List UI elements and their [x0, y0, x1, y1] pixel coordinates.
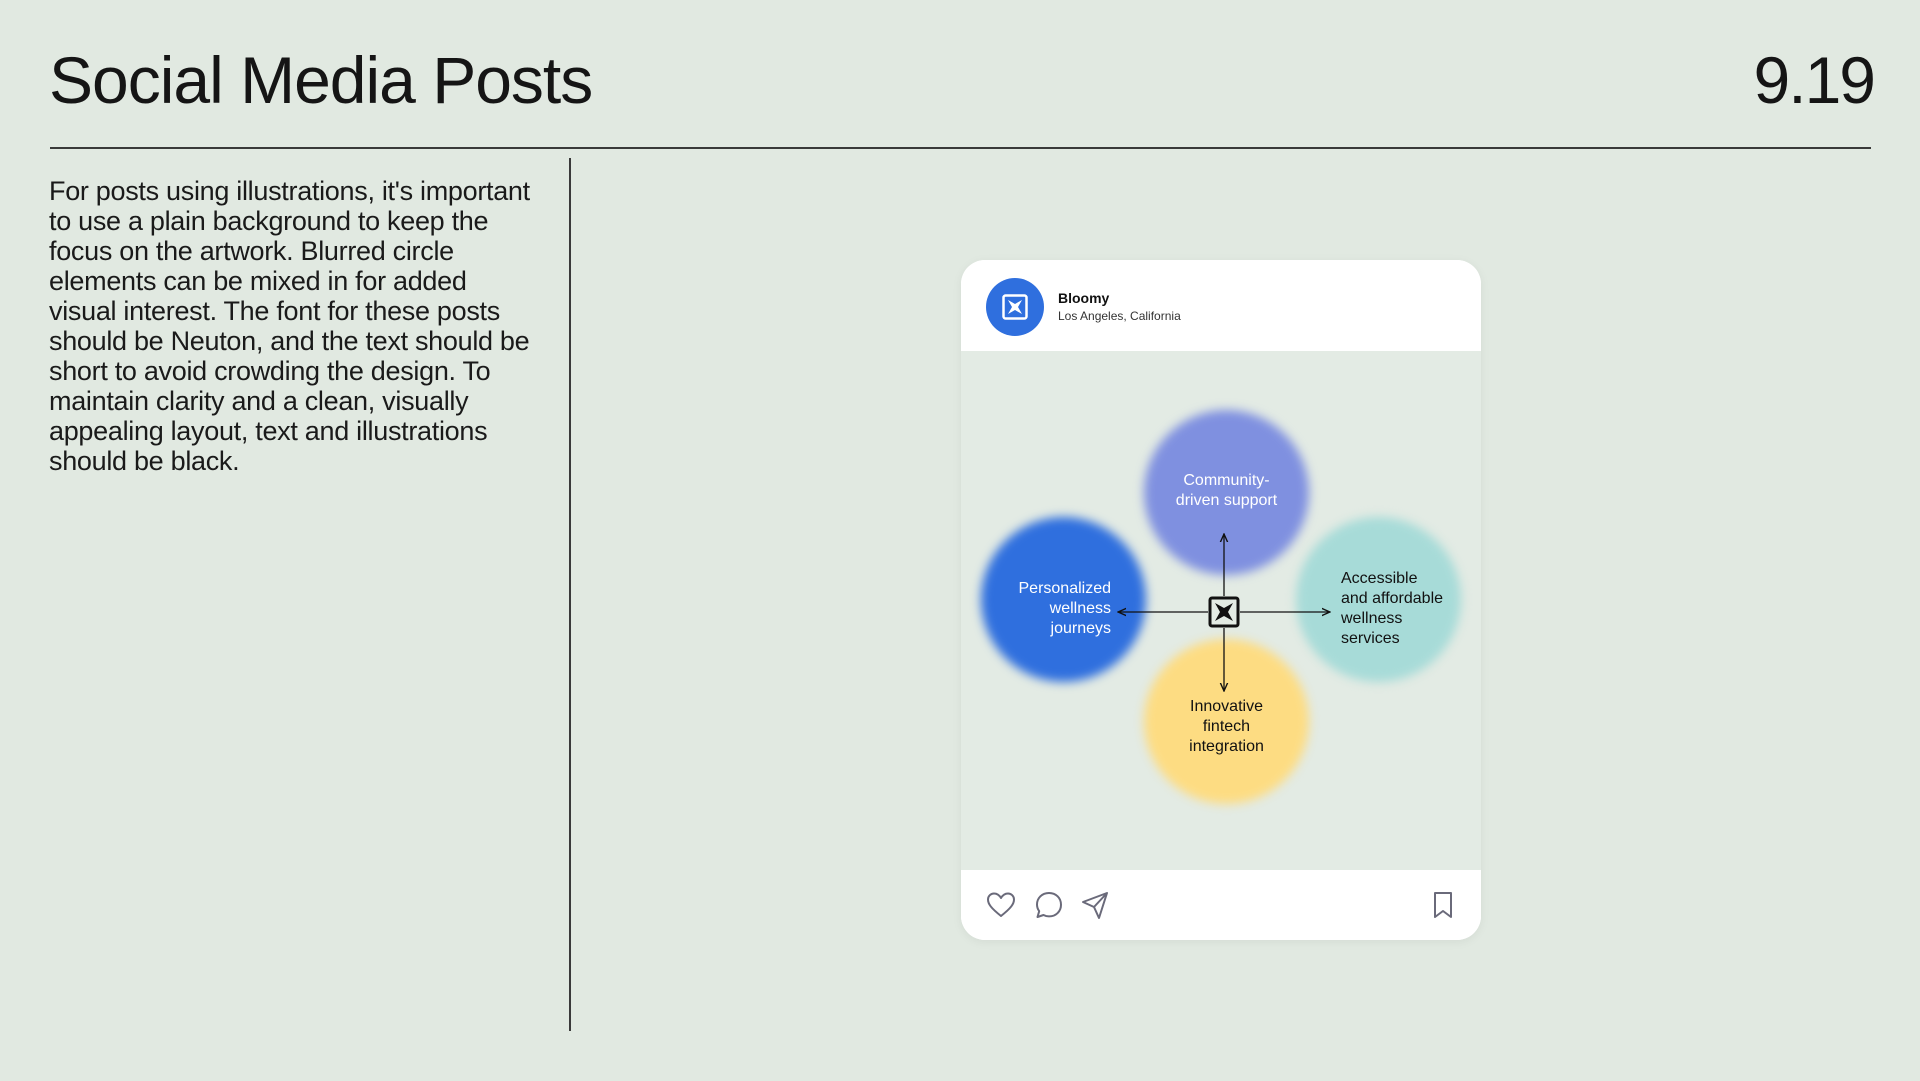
blob-community: [1144, 410, 1309, 575]
post-header: Bloomy Los Angeles, California: [961, 260, 1481, 351]
header-divider: [50, 147, 1871, 149]
heart-icon[interactable]: [985, 889, 1017, 921]
connector-arrows: [961, 351, 1481, 870]
page-number: 9.19: [1753, 43, 1876, 117]
blob-innovative: [1144, 639, 1309, 804]
label-accessible: Accessible and affordable wellness servi…: [1341, 570, 1444, 647]
blob-accessible: [1296, 517, 1461, 682]
label-community: Community- driven support: [1175, 472, 1278, 509]
bloomy-logo-icon: [1002, 294, 1028, 320]
column-divider: [569, 158, 571, 1031]
post-actions: [961, 870, 1481, 940]
post-illustration: Community- driven support Personalized w…: [961, 351, 1481, 870]
account-avatar[interactable]: [986, 278, 1044, 336]
send-icon[interactable]: [1079, 889, 1111, 921]
social-post-card: Bloomy Los Angeles, California: [961, 260, 1481, 940]
guideline-text: For posts using illustrations, it's impo…: [49, 176, 530, 476]
page-title: Social Media Posts: [49, 43, 593, 117]
label-personalized: Personalized wellness journeys: [1018, 580, 1112, 637]
account-name[interactable]: Bloomy: [1058, 290, 1110, 306]
blob-personalized: [981, 517, 1146, 682]
label-innovative: Innovative fintech integration: [1189, 698, 1264, 755]
bookmark-icon[interactable]: [1427, 889, 1459, 921]
account-location[interactable]: Los Angeles, California: [1058, 309, 1181, 323]
comment-icon[interactable]: [1033, 889, 1065, 921]
bloomy-logo-icon: [1208, 596, 1240, 628]
